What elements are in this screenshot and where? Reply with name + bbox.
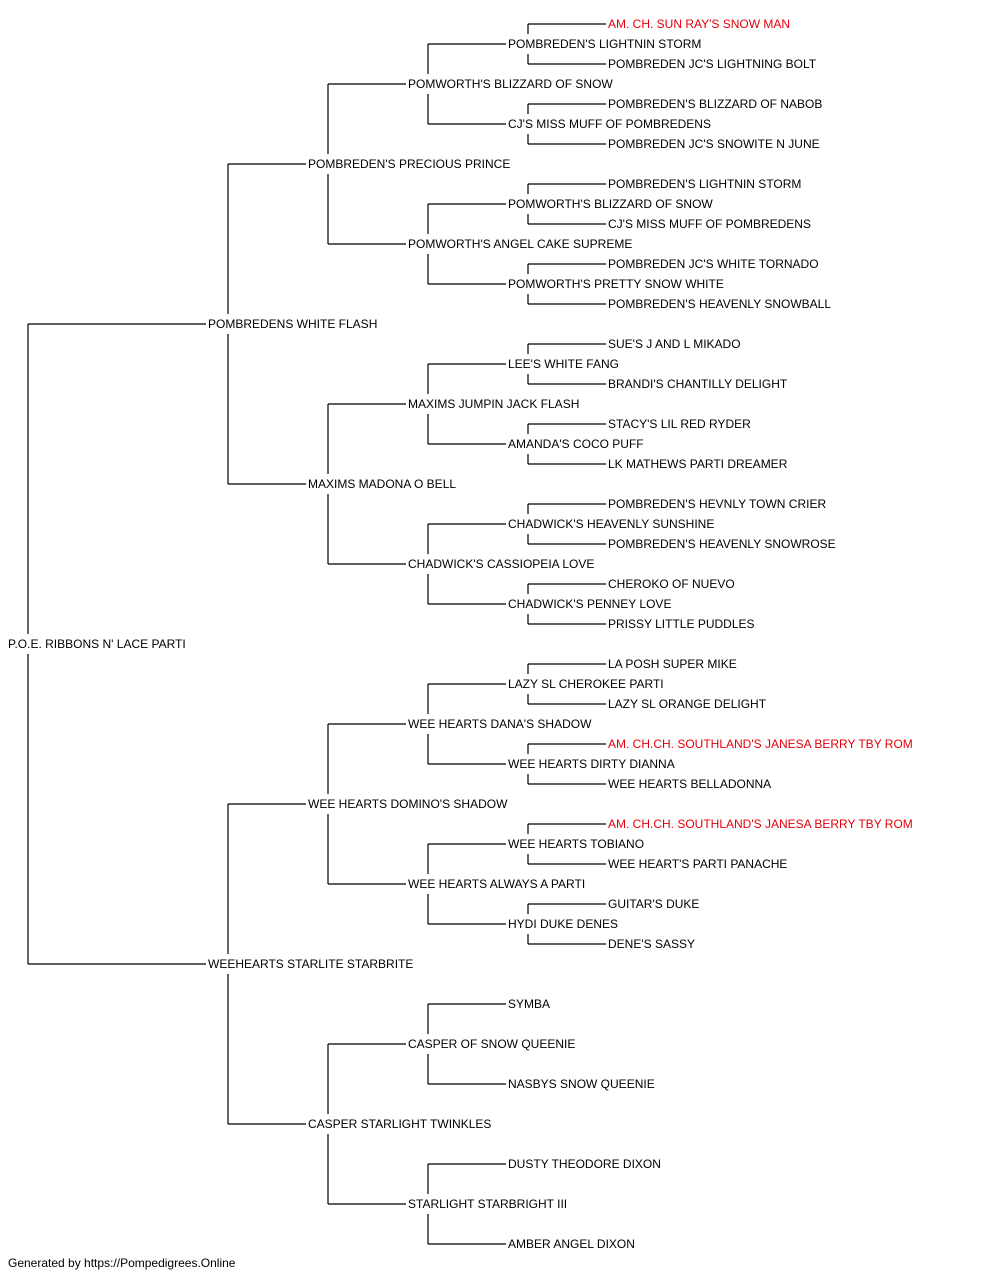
dog-name: POMBREDEN'S PRECIOUS PRINCE — [308, 157, 510, 171]
dog-name: POMBREDEN'S HEVNLY TOWN CRIER — [608, 497, 826, 511]
dog-name: AMBER ANGEL DIXON — [508, 1237, 635, 1251]
dog-name: POMBREDEN'S HEAVENLY SNOWROSE — [608, 537, 836, 551]
dog-name: POMBREDEN'S LIGHTNIN STORM — [608, 177, 801, 191]
dog-name: WEE HEART'S PARTI PANACHE — [608, 857, 787, 871]
champion-dog-name: AM. CH.CH. SOUTHLAND'S JANESA BERRY TBY … — [608, 737, 913, 751]
dog-name: WEE HEARTS ALWAYS A PARTI — [408, 877, 585, 891]
dog-name: WEE HEARTS DANA'S SHADOW — [408, 717, 592, 731]
dog-name: LAZY SL CHEROKEE PARTI — [508, 677, 664, 691]
dog-name: CJ'S MISS MUFF OF POMBREDENS — [508, 117, 711, 131]
dog-name: LK MATHEWS PARTI DREAMER — [608, 457, 788, 471]
dog-name: CHADWICK'S HEAVENLY SUNSHINE — [508, 517, 714, 531]
champion-dog-name: AM. CH. SUN RAY'S SNOW MAN — [608, 17, 790, 31]
dog-name: CHADWICK'S PENNEY LOVE — [508, 597, 671, 611]
dog-name: DUSTY THEODORE DIXON — [508, 1157, 661, 1171]
dog-name: CHEROKO OF NUEVO — [608, 577, 735, 591]
dog-name: WEE HEARTS DOMINO'S SHADOW — [308, 797, 508, 811]
dog-name: MAXIMS MADONA O BELL — [308, 477, 456, 491]
dog-name: BRANDI'S CHANTILLY DELIGHT — [608, 377, 788, 391]
dog-name: WEEHEARTS STARLITE STARBRITE — [208, 957, 413, 971]
dog-name: SYMBA — [508, 997, 550, 1011]
dog-name: CHADWICK'S CASSIOPEIA LOVE — [408, 557, 594, 571]
dog-name: POMBREDEN JC'S WHITE TORNADO — [608, 257, 819, 271]
dog-name: STARLIGHT STARBRIGHT III — [408, 1197, 567, 1211]
dog-name: P.O.E. RIBBONS N' LACE PARTI — [8, 637, 186, 651]
dog-name: SUE'S J AND L MIKADO — [608, 337, 741, 351]
champion-dog-name: AM. CH.CH. SOUTHLAND'S JANESA BERRY TBY … — [608, 817, 913, 831]
dog-name: POMBREDEN JC'S LIGHTNING BOLT — [608, 57, 817, 71]
dog-name: POMBREDEN JC'S SNOWITE N JUNE — [608, 137, 820, 151]
dog-name: POMWORTH'S BLIZZARD OF SNOW — [508, 197, 713, 211]
footer-credit: Generated by https://Pompedigrees.Online — [8, 1256, 236, 1270]
dog-name: AMANDA'S COCO PUFF — [508, 437, 644, 451]
dog-name: POMBREDEN'S BLIZZARD OF NABOB — [608, 97, 822, 111]
dog-name: PRISSY LITTLE PUDDLES — [608, 617, 755, 631]
dog-name: WEE HEARTS DIRTY DIANNA — [508, 757, 675, 771]
dog-name: POMWORTH'S PRETTY SNOW WHITE — [508, 277, 724, 291]
dog-name: DENE'S SASSY — [608, 937, 695, 951]
dog-name: CASPER OF SNOW QUEENIE — [408, 1037, 575, 1051]
dog-name: GUITAR'S DUKE — [608, 897, 699, 911]
dog-name: MAXIMS JUMPIN JACK FLASH — [408, 397, 579, 411]
dog-name: WEE HEARTS TOBIANO — [508, 837, 644, 851]
dog-name: POMBREDEN'S LIGHTNIN STORM — [508, 37, 701, 51]
dog-name: POMWORTH'S ANGEL CAKE SUPREME — [408, 237, 632, 251]
dog-name: LAZY SL ORANGE DELIGHT — [608, 697, 767, 711]
dog-name: NASBYS SNOW QUEENIE — [508, 1077, 655, 1091]
dog-name: WEE HEARTS BELLADONNA — [608, 777, 771, 791]
dog-name: HYDI DUKE DENES — [508, 917, 618, 931]
dog-name: LA POSH SUPER MIKE — [608, 657, 737, 671]
dog-name: CJ'S MISS MUFF OF POMBREDENS — [608, 217, 811, 231]
dog-name: LEE'S WHITE FANG — [508, 357, 619, 371]
dog-name: POMWORTH'S BLIZZARD OF SNOW — [408, 77, 613, 91]
dog-name: POMBREDENS WHITE FLASH — [208, 317, 377, 331]
dog-name: POMBREDEN'S HEAVENLY SNOWBALL — [608, 297, 831, 311]
dog-name: STACY'S LIL RED RYDER — [608, 417, 751, 431]
dog-name: CASPER STARLIGHT TWINKLES — [308, 1117, 491, 1131]
